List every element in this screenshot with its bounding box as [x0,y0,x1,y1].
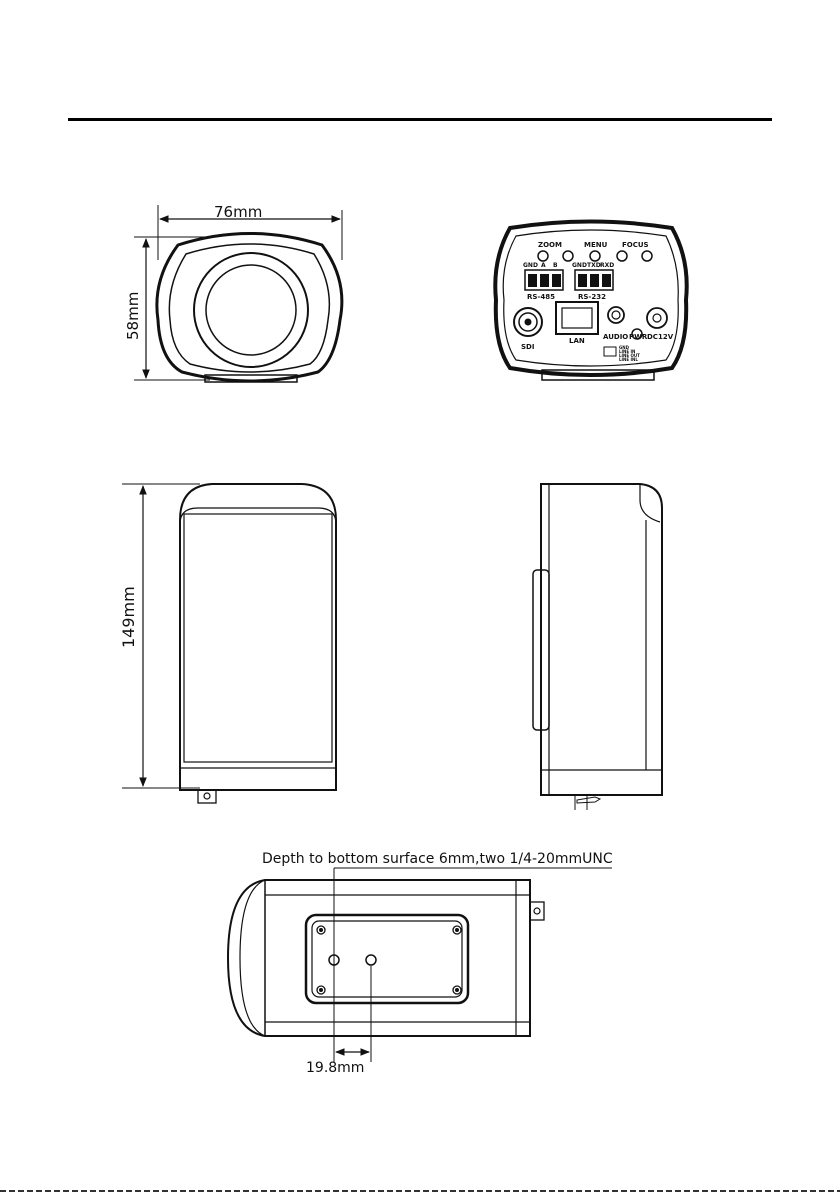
rs485-pin-2: A [541,262,546,269]
height-label: 58mm [124,292,142,340]
front-view [134,205,342,382]
audio-label: AUDIO [603,333,628,341]
bottom-view [228,868,612,1062]
dc12v-jack [647,308,667,328]
audio-jack [608,307,624,323]
side-view [533,484,662,810]
mount-note: Depth to bottom surface 6mm,two 1/4-20mm… [262,851,613,867]
rs232-label: RS-232 [578,293,606,301]
zoom-out-button [538,251,548,261]
sdi-label: SDI [521,343,534,351]
rs485-label: RS-485 [527,293,555,301]
width-label: 76mm [214,203,262,221]
audio-pin-4: LINE INL [619,357,638,362]
dc12v-label: DC12V [647,333,674,341]
focus-far-button [642,251,652,261]
rs232-pin-2: TXD [587,262,601,269]
mount-hole-2 [366,955,376,965]
zoom-in-button [563,251,573,261]
menu-button [590,251,600,261]
zoom-label: ZOOM [538,241,562,249]
mount-plate [306,915,468,1003]
length-label: 149mm [119,586,138,648]
lan-label: LAN [569,337,585,345]
rs232-pin-3: RXD [600,262,614,269]
focus-label: FOCUS [622,241,649,249]
top-view [122,484,336,803]
menu-label: MENU [584,241,608,249]
hole-spacing-label: 19.8mm [306,1060,364,1076]
rs485-pin-3: B [553,262,558,269]
rs485-pin-1: GND [523,262,538,269]
focus-near-button [617,251,627,261]
rs232-pin-1: GND [572,262,587,269]
pwr-label: PWR [629,333,648,341]
